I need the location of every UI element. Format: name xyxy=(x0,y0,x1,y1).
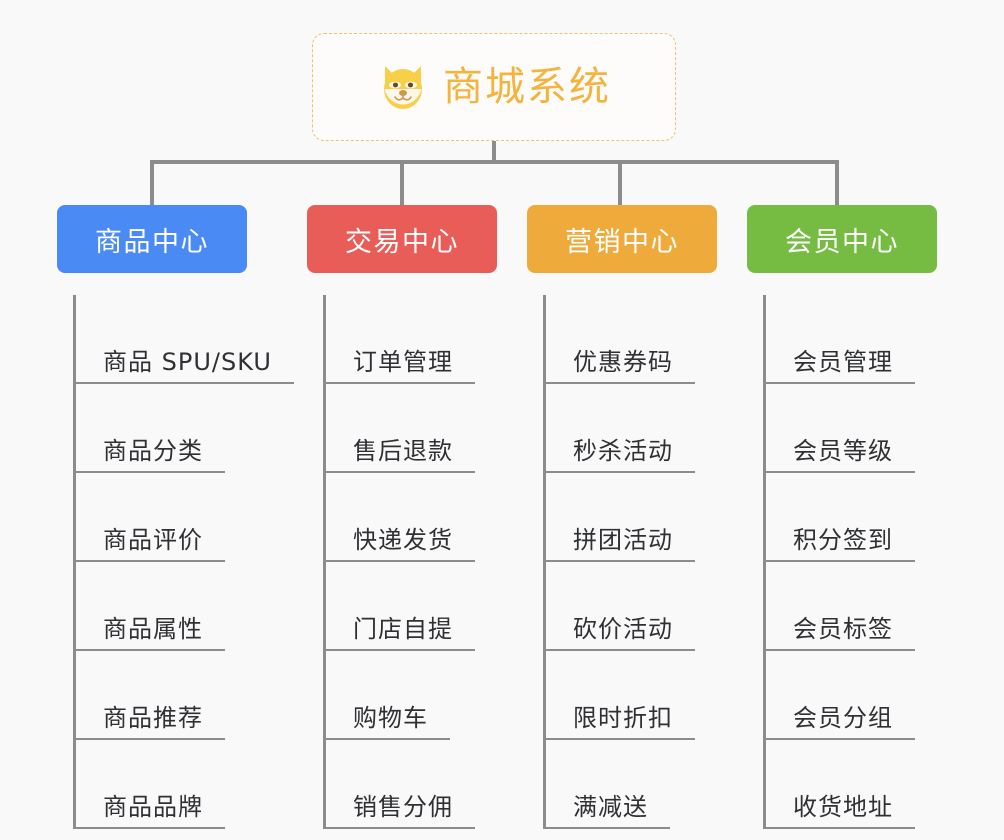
list-item-label: 会员等级 xyxy=(763,438,915,473)
list-item-label: 销售分佣 xyxy=(323,794,475,829)
list-item-label: 收货地址 xyxy=(763,794,915,829)
root-node[interactable]: 商城系统 xyxy=(312,33,676,141)
list-item-label: 秒杀活动 xyxy=(543,438,695,473)
list-item[interactable]: 会员分组 xyxy=(747,651,937,740)
list-item-label: 快递发货 xyxy=(323,527,475,562)
list-item-label: 限时折扣 xyxy=(543,705,695,740)
category-label: 营销中心 xyxy=(565,226,679,258)
category-label: 商品中心 xyxy=(95,226,209,258)
list-item[interactable]: 商品品牌 xyxy=(57,740,247,829)
list-item-label: 售后退款 xyxy=(323,438,475,473)
list-item[interactable]: 商品推荐 xyxy=(57,651,247,740)
connector-horizontal-bus xyxy=(150,160,839,164)
leaf-list-product: 商品 SPU/SKU 商品分类 商品评价 商品属性 商品推荐 商品品牌 xyxy=(57,295,294,829)
list-item-label: 商品评价 xyxy=(73,527,225,562)
list-item[interactable]: 售后退款 xyxy=(307,384,497,473)
list-item[interactable]: 商品分类 xyxy=(57,384,247,473)
list-item[interactable]: 秒杀活动 xyxy=(527,384,717,473)
list-item-label: 砍价活动 xyxy=(543,616,695,651)
list-item-label: 商品分类 xyxy=(73,438,225,473)
list-item[interactable]: 优惠券码 xyxy=(527,295,717,384)
category-column-member: 会员中心 会员管理 会员等级 积分签到 会员标签 会员分组 收货地址 xyxy=(747,205,937,829)
list-item[interactable]: 购物车 xyxy=(307,651,497,740)
list-item[interactable]: 商品 SPU/SKU xyxy=(57,295,294,384)
list-item[interactable]: 门店自提 xyxy=(307,562,497,651)
list-item-label: 商品属性 xyxy=(73,616,225,651)
category-column-trade: 交易中心 订单管理 售后退款 快递发货 门店自提 购物车 销售分佣 xyxy=(307,205,497,829)
list-item-label: 满减送 xyxy=(543,794,670,829)
list-item-label: 商品品牌 xyxy=(73,794,225,829)
list-item[interactable]: 限时折扣 xyxy=(527,651,717,740)
category-header-trade[interactable]: 交易中心 xyxy=(307,205,497,273)
root-title: 商城系统 xyxy=(443,64,611,110)
category-label: 交易中心 xyxy=(345,226,459,258)
leaf-list-trade: 订单管理 售后退款 快递发货 门店自提 购物车 销售分佣 xyxy=(307,295,497,829)
leaf-list-marketing: 优惠券码 秒杀活动 拼团活动 砍价活动 限时折扣 满减送 xyxy=(527,295,717,829)
connector-drop-1 xyxy=(150,160,154,205)
list-item[interactable]: 收货地址 xyxy=(747,740,937,829)
category-label: 会员中心 xyxy=(785,226,899,258)
list-item[interactable]: 会员标签 xyxy=(747,562,937,651)
list-item[interactable]: 销售分佣 xyxy=(307,740,497,829)
list-item[interactable]: 积分签到 xyxy=(747,473,937,562)
list-item[interactable]: 拼团活动 xyxy=(527,473,717,562)
connector-drop-3 xyxy=(618,160,622,205)
list-item-label: 会员标签 xyxy=(763,616,915,651)
list-item[interactable]: 会员等级 xyxy=(747,384,937,473)
list-item-label: 积分签到 xyxy=(763,527,915,562)
list-item-label: 优惠券码 xyxy=(543,349,695,384)
connector-drop-2 xyxy=(400,160,404,205)
list-item-label: 门店自提 xyxy=(323,616,475,651)
list-item-label: 订单管理 xyxy=(323,349,475,384)
list-item[interactable]: 快递发货 xyxy=(307,473,497,562)
list-item[interactable]: 满减送 xyxy=(527,740,717,829)
list-item-label: 会员管理 xyxy=(763,349,915,384)
list-item-label: 会员分组 xyxy=(763,705,915,740)
list-item-label: 商品 SPU/SKU xyxy=(73,349,294,384)
list-item[interactable]: 订单管理 xyxy=(307,295,497,384)
list-item[interactable]: 会员管理 xyxy=(747,295,937,384)
connector-root-stem xyxy=(492,141,496,162)
list-item[interactable]: 砍价活动 xyxy=(527,562,717,651)
shiba-dog-face-icon xyxy=(377,62,429,112)
category-header-product[interactable]: 商品中心 xyxy=(57,205,247,273)
category-header-member[interactable]: 会员中心 xyxy=(747,205,937,273)
list-item[interactable]: 商品属性 xyxy=(57,562,247,651)
category-header-marketing[interactable]: 营销中心 xyxy=(527,205,717,273)
category-column-product: 商品中心 商品 SPU/SKU 商品分类 商品评价 商品属性 商品推荐 商品品牌 xyxy=(57,205,294,829)
list-item-label: 购物车 xyxy=(323,705,450,740)
leaf-list-member: 会员管理 会员等级 积分签到 会员标签 会员分组 收货地址 xyxy=(747,295,937,829)
list-item-label: 拼团活动 xyxy=(543,527,695,562)
category-column-marketing: 营销中心 优惠券码 秒杀活动 拼团活动 砍价活动 限时折扣 满减送 xyxy=(527,205,717,829)
list-item-label: 商品推荐 xyxy=(73,705,225,740)
connector-drop-4 xyxy=(835,160,839,205)
list-item[interactable]: 商品评价 xyxy=(57,473,247,562)
